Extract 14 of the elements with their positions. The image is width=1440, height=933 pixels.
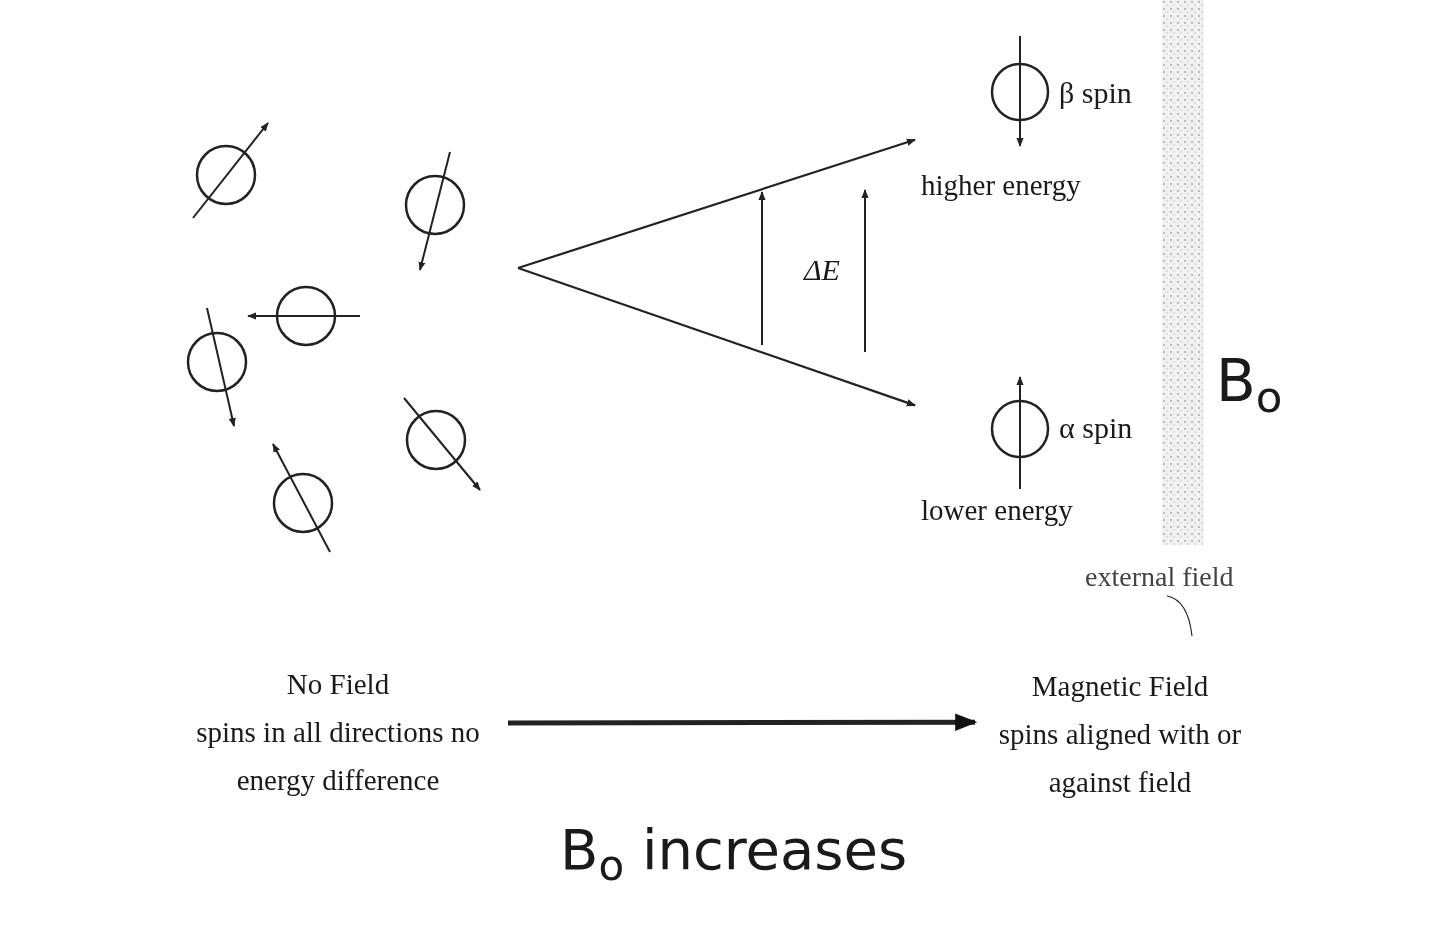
- state-heading: Magnetic Field: [1031, 669, 1209, 704]
- energy-label: lower energy: [921, 493, 1073, 528]
- spin-label: α spin: [1059, 410, 1133, 446]
- state-description: spins in all directions no energy difference: [195, 715, 481, 798]
- energy-label: higher energy: [921, 168, 1081, 203]
- arrow: [517, 138, 916, 270]
- delta-e-label: ΔE: [804, 255, 840, 285]
- field-label: external field: [1085, 560, 1235, 594]
- spin-label: β spin: [1059, 75, 1132, 111]
- arrow: [508, 713, 978, 732]
- arrow: [517, 266, 916, 407]
- state-heading: No Field: [286, 667, 390, 702]
- state-description: spins aligned with or against field: [997, 717, 1243, 800]
- leader-line: [1166, 595, 1193, 637]
